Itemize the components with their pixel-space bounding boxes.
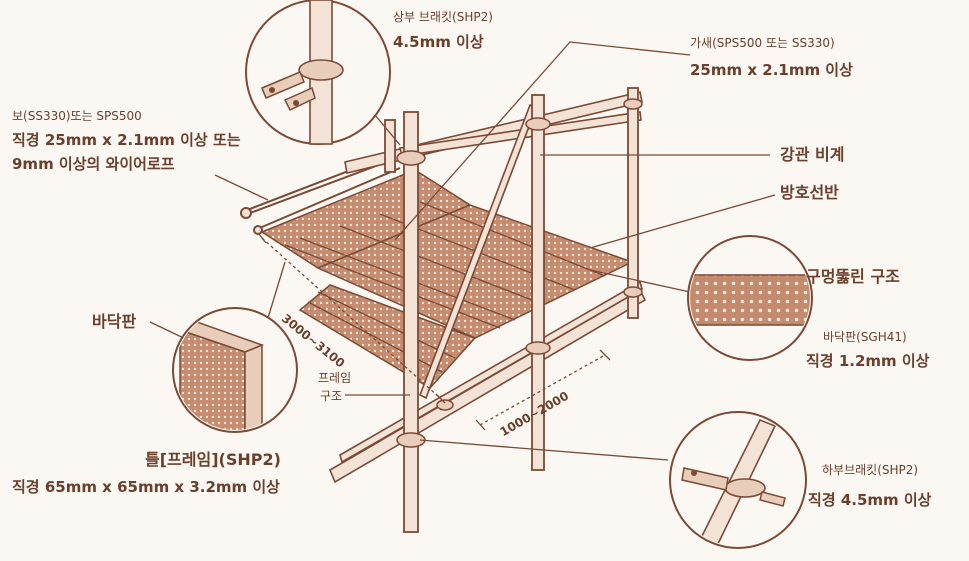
upper-bracket-title: 상부 브래킷(SHP2) [393,10,493,24]
lower-bracket-detail [669,411,807,549]
perforated-detail [687,235,813,361]
beam-spec-line1: 직경 25mm x 2.1mm 이상 또는 [12,131,241,149]
floor-plate-label: 바닥판 [92,312,137,331]
lower-bracket-spec: 직경 4.5mm 이상 [808,491,932,509]
frame-structure-line1: 프레임 [318,371,352,385]
beam-spec-line2: 9mm 이상의 와이어로프 [12,155,175,173]
lower-bracket-title: 하부브래킷(SHP2) [822,463,919,477]
beam-title: 보(SS330)또는 SPS500 [12,109,142,123]
couplers [396,98,643,448]
brace-title: 가새(SPS500 또는 SS330) [690,36,835,50]
floor-plate-spec: 직경 1.2mm 이상 [806,352,930,370]
upper-bracket-detail [245,0,391,145]
brace-spec: 25mm x 2.1mm 이상 [690,61,853,79]
floor-plate-title: 바닥판(SGH41) [823,330,907,344]
protective-shelf-label: 방호선반 [780,183,839,202]
leader-lines [149,41,776,461]
upper-bracket-spec: 4.5mm 이상 [393,33,484,51]
perforated-structure-label: 구멍뚫린 구조 [806,267,900,286]
frame-spec: 직경 65mm x 65mm x 3.2mm 이상 [12,478,280,496]
frame-title: 틀[프레임](SHP2) [145,450,281,469]
dimension-lines [257,232,611,431]
frame-structure-line2: 구조 [320,389,343,403]
floor-plate-detail [172,307,298,433]
steel-pipe-scaffold-label: 강관 비계 [780,145,845,164]
